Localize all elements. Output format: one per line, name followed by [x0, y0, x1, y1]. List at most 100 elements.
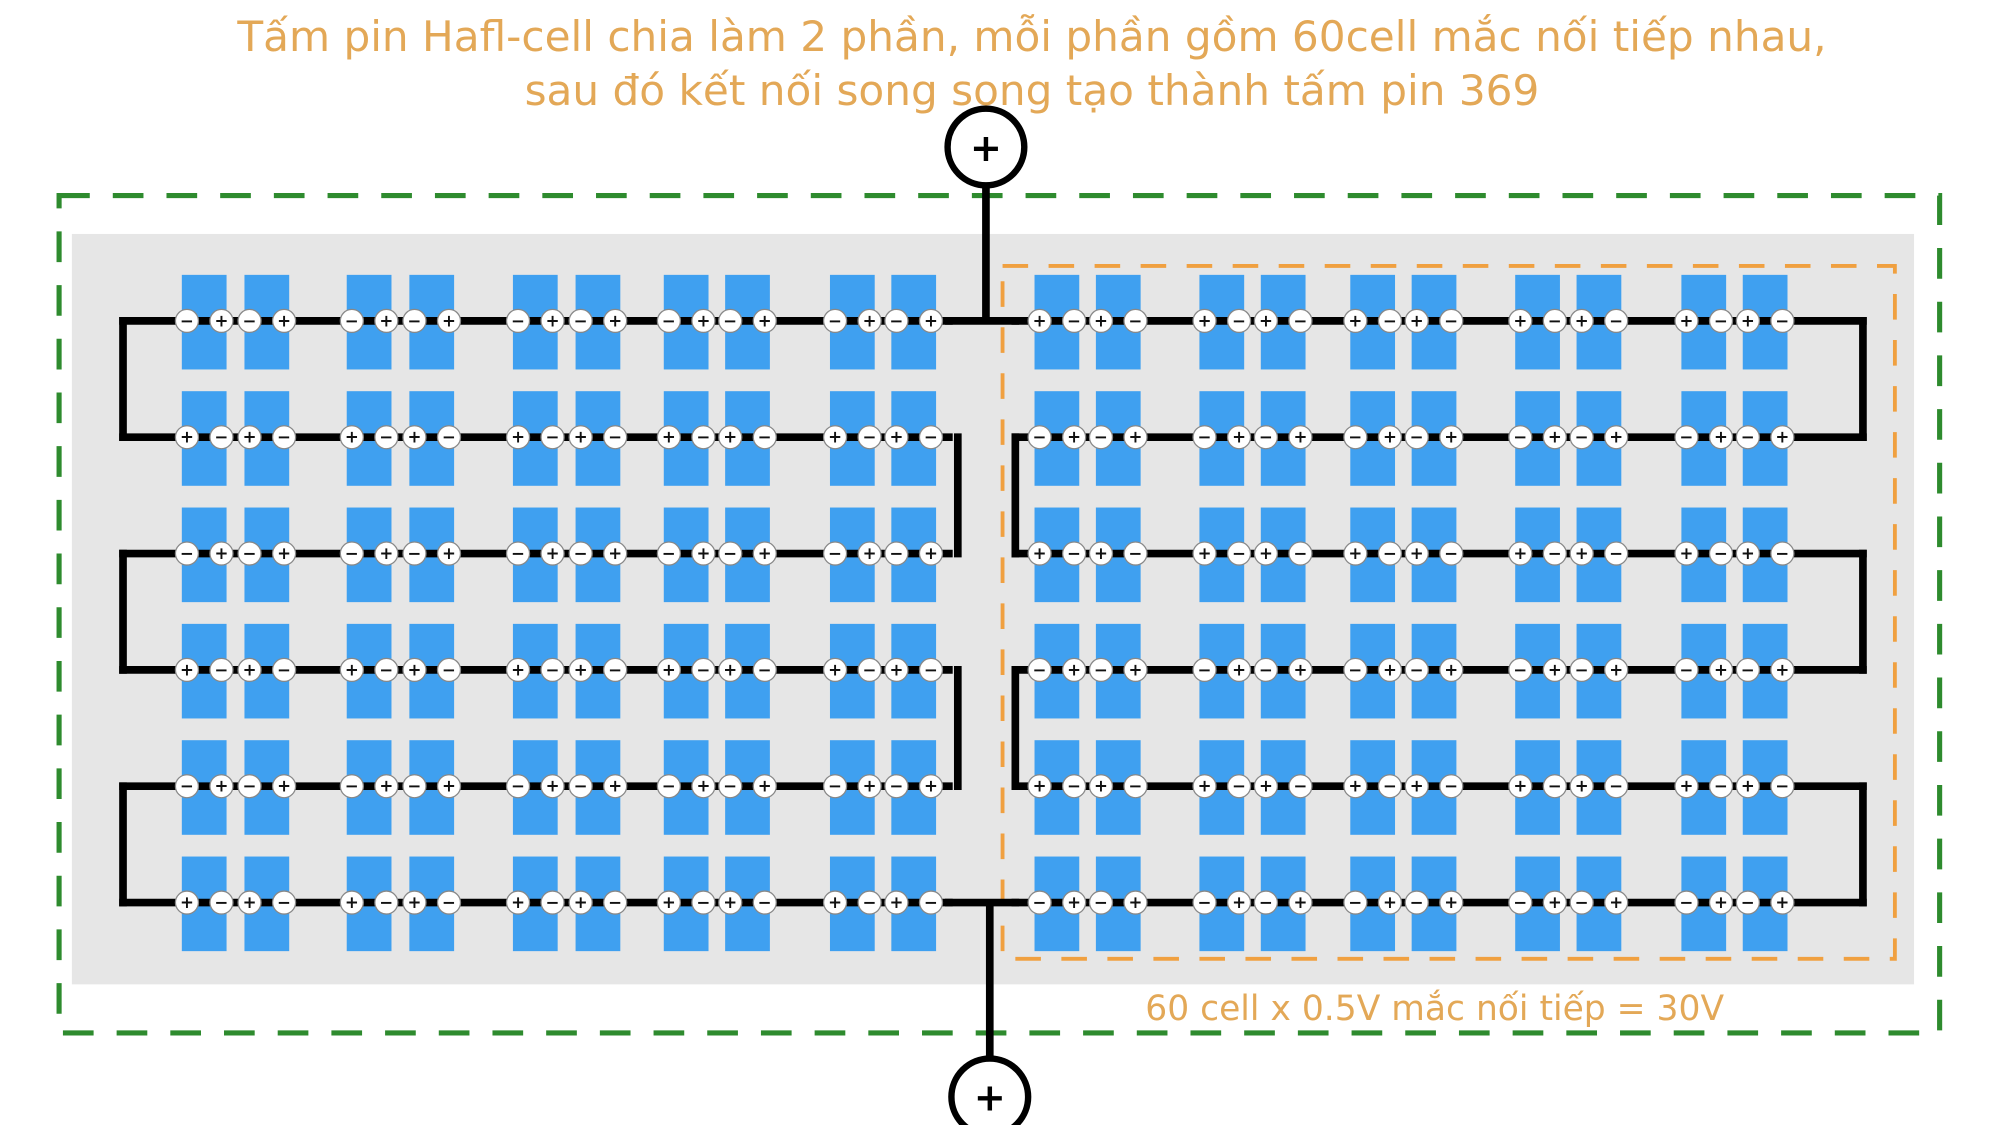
terminal-sign: +: [1548, 893, 1562, 912]
negative-cell-terminal: −: [568, 308, 593, 334]
terminal-sign: +: [1348, 544, 1362, 563]
terminal-sign: +: [1383, 660, 1397, 679]
positive-cell-terminal: +: [1708, 425, 1734, 450]
terminal-sign: +: [758, 311, 772, 330]
negative-cell-terminal: −: [237, 308, 262, 334]
positive-cell-terminal: +: [505, 890, 531, 915]
terminal-sign: −: [1410, 660, 1424, 679]
positive-cell-terminal: +: [918, 541, 944, 566]
positive-cell-terminal: +: [1735, 774, 1761, 799]
terminal-sign: −: [442, 428, 456, 447]
terminal-sign: +: [511, 660, 525, 679]
negative-cell-terminal: −: [1439, 774, 1464, 799]
terminal-sign: +: [442, 311, 456, 330]
terminal-sign: +: [1775, 660, 1789, 679]
positive-cell-terminal: +: [1508, 774, 1533, 799]
terminal-sign: +: [1609, 893, 1623, 912]
negative-cell-terminal: −: [505, 774, 531, 799]
terminal-sign: −: [511, 311, 525, 330]
positive-cell-terminal: +: [857, 774, 882, 799]
positive-cell-terminal: +: [1253, 774, 1279, 799]
terminal-sign: −: [1293, 777, 1307, 796]
negative-cell-terminal: −: [1508, 425, 1533, 450]
positive-cell-terminal: +: [374, 541, 399, 566]
terminal-sign: −: [1680, 428, 1694, 447]
terminal-sign: +: [758, 777, 772, 796]
positive-cell-terminal: +: [1542, 425, 1567, 450]
positive-cell-terminal: +: [1062, 657, 1087, 683]
terminal-sign: −: [662, 544, 676, 563]
positive-cell-terminal: +: [1253, 308, 1279, 334]
negative-cell-terminal: −: [209, 657, 234, 683]
terminal-sign: +: [1198, 311, 1212, 330]
terminal-sign: +: [863, 777, 877, 796]
positive-cell-terminal: +: [209, 308, 234, 334]
terminal-sign: +: [1129, 428, 1143, 447]
terminal-sign: −: [408, 311, 422, 330]
terminal-sign: +: [1129, 660, 1143, 679]
positive-cell-terminal: +: [822, 657, 848, 683]
negative-cell-terminal: −: [1674, 657, 1699, 683]
negative-cell-terminal: −: [174, 774, 200, 799]
terminal-sign: −: [1348, 893, 1362, 912]
terminal-sign: +: [511, 893, 525, 912]
terminal-sign: −: [574, 777, 588, 796]
negative-cell-terminal: −: [752, 657, 777, 683]
positive-cell-terminal: +: [1192, 308, 1217, 334]
positive-cell-terminal: +: [1377, 657, 1403, 683]
positive-cell-terminal: +: [1226, 890, 1252, 915]
positive-cell-terminal: +: [691, 308, 716, 334]
negative-cell-terminal: −: [436, 657, 462, 683]
positive-cell-terminal: +: [752, 774, 777, 799]
terminal-sign: −: [1548, 544, 1562, 563]
positive-cell-terminal: +: [540, 774, 565, 799]
terminal-sign: −: [277, 428, 291, 447]
terminal-sign: −: [1259, 660, 1273, 679]
negative-cell-terminal: −: [1288, 541, 1313, 566]
negative-cell-terminal: −: [1439, 308, 1464, 334]
bottom-terminal-sign: +: [974, 1076, 1006, 1121]
terminal-sign: −: [758, 428, 772, 447]
positive-cell-terminal: +: [1542, 657, 1567, 683]
positive-cell-terminal: +: [603, 774, 628, 799]
positive-cell-terminal: +: [1288, 657, 1313, 683]
terminal-sign: +: [1094, 777, 1108, 796]
terminal-sign: +: [1033, 777, 1047, 796]
terminal-sign: +: [1680, 544, 1694, 563]
positive-cell-terminal: +: [1123, 657, 1148, 683]
positive-cell-terminal: +: [1343, 774, 1368, 799]
negative-cell-terminal: −: [1027, 425, 1052, 450]
terminal-sign: −: [1775, 311, 1789, 330]
terminal-sign: +: [243, 428, 257, 447]
terminal-sign: −: [1094, 660, 1108, 679]
negative-cell-terminal: −: [918, 657, 944, 683]
negative-cell-terminal: −: [540, 425, 565, 450]
terminal-sign: −: [442, 660, 456, 679]
terminal-sign: +: [1548, 660, 1562, 679]
terminal-sign: −: [379, 428, 393, 447]
terminal-sign: −: [214, 428, 228, 447]
negative-cell-terminal: −: [1027, 657, 1052, 683]
terminal-sign: +: [345, 893, 359, 912]
negative-cell-terminal: −: [1343, 657, 1368, 683]
negative-cell-terminal: −: [1253, 657, 1279, 683]
positive-cell-terminal: +: [402, 890, 427, 915]
terminal-sign: −: [243, 544, 257, 563]
positive-cell-terminal: +: [1062, 425, 1087, 450]
terminal-sign: +: [1259, 777, 1273, 796]
negative-cell-terminal: −: [1062, 774, 1087, 799]
terminal-sign: −: [696, 428, 710, 447]
positive-cell-terminal: +: [822, 890, 848, 915]
negative-cell-terminal: −: [656, 774, 682, 799]
terminal-sign: −: [1067, 777, 1081, 796]
terminal-sign: −: [1513, 660, 1527, 679]
negative-cell-terminal: −: [1404, 425, 1429, 450]
terminal-sign: −: [1609, 311, 1623, 330]
terminal-sign: +: [1680, 777, 1694, 796]
terminal-sign: −: [1129, 311, 1143, 330]
terminal-sign: −: [214, 893, 228, 912]
terminal-sign: −: [924, 428, 938, 447]
terminal-sign: +: [1444, 660, 1458, 679]
terminal-sign: −: [243, 777, 257, 796]
